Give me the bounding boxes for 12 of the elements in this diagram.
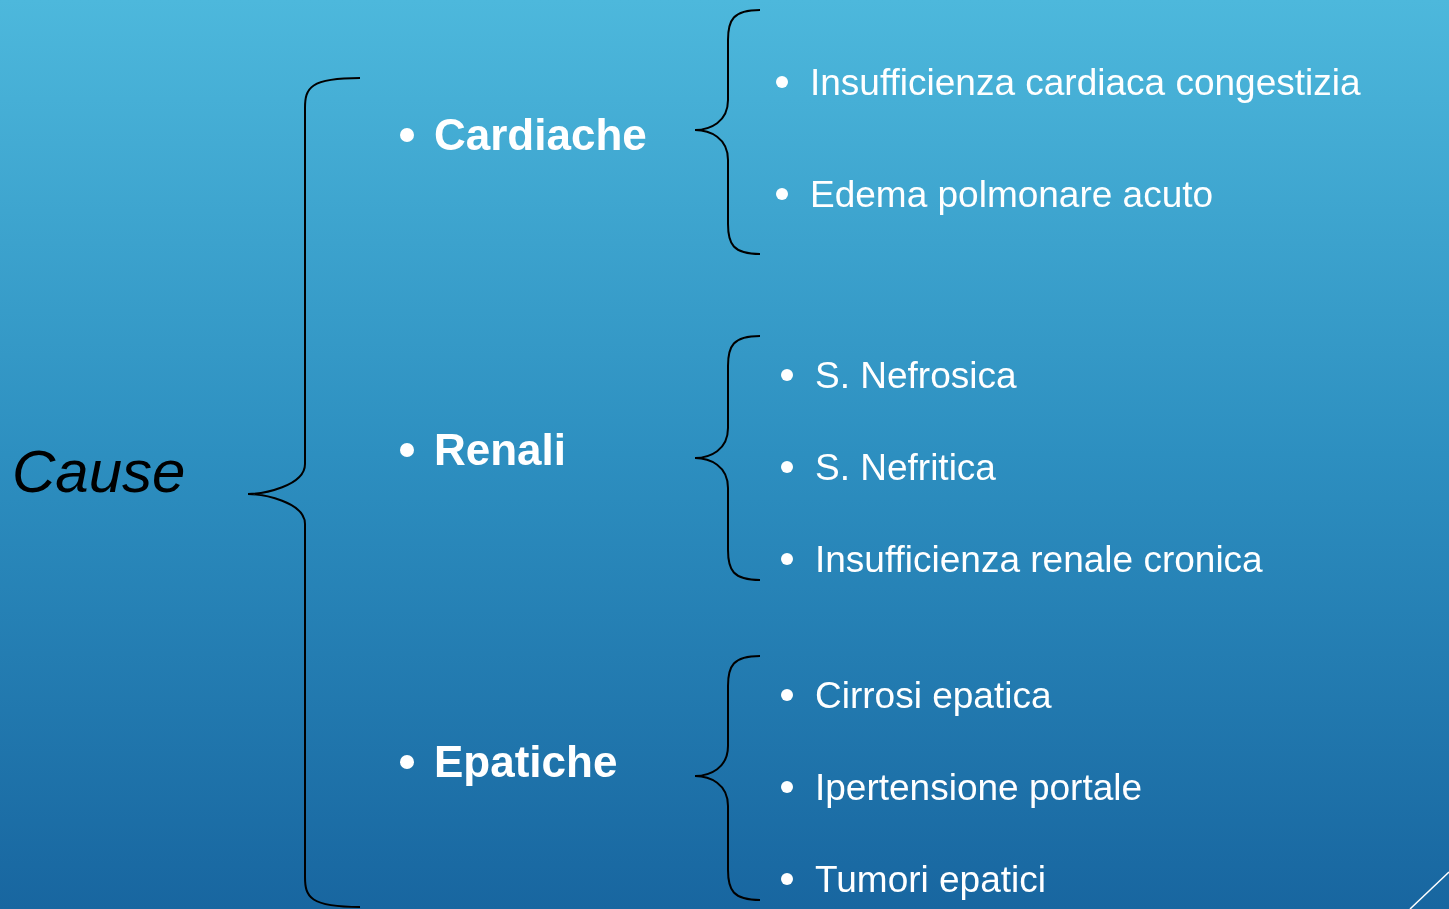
- list-item-text: Tumori epatici: [815, 860, 1046, 898]
- list-item-text: Cirrosi epatica: [815, 676, 1052, 714]
- list-item-text: S. Nefrosica: [815, 356, 1017, 394]
- category-label: Cardiache: [434, 113, 647, 157]
- category-label: Renali: [434, 428, 567, 472]
- root-heading: Cause: [12, 442, 186, 502]
- list-item-text: Ipertensione portale: [815, 768, 1143, 806]
- list-item-text: S. Nefritica: [815, 448, 996, 486]
- category-label: Epatiche: [434, 740, 618, 784]
- list-item-text: Insufficienza cardiaca congestizia: [810, 63, 1361, 101]
- list-item-text: Insufficienza renale cronica: [815, 540, 1263, 578]
- list-item-text: Edema polmonare acuto: [810, 175, 1214, 213]
